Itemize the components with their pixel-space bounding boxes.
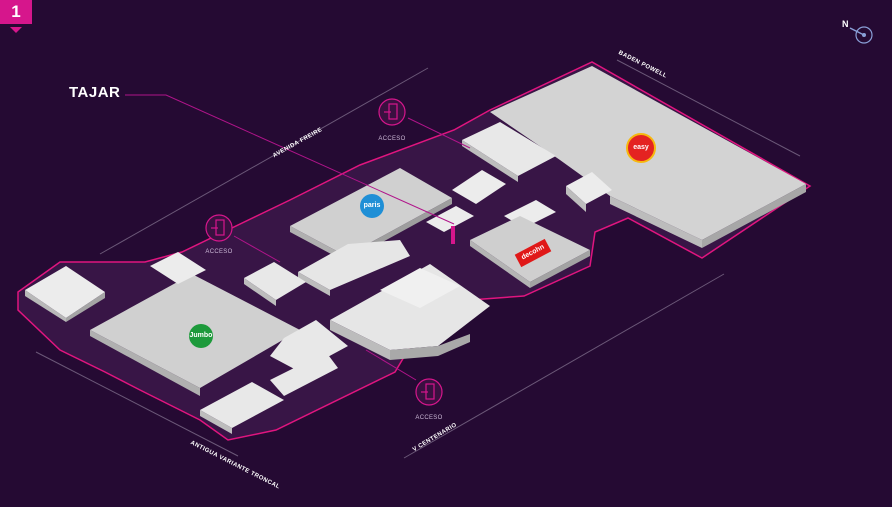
tajar-store-marker[interactable] <box>451 226 455 244</box>
paris-logo-icon[interactable] <box>360 194 384 218</box>
street-line-baden-powell <box>616 59 801 157</box>
street-line-antigua-variante <box>35 351 239 457</box>
mall-floor-outline <box>17 61 812 441</box>
easy-logo-icon[interactable] <box>626 133 656 163</box>
paris-logo-text: paris <box>363 202 381 209</box>
entrance-left-line <box>233 235 281 263</box>
compass-north-label: N <box>842 19 849 29</box>
deco-logo-icon[interactable] <box>514 238 552 268</box>
entrance-left-label: ACCESO <box>205 249 233 255</box>
shops-block-lower <box>330 264 490 360</box>
compass-icon <box>849 26 873 44</box>
shops-block-top <box>462 122 612 212</box>
building-isolated <box>25 266 105 322</box>
entrance-top-icon[interactable] <box>378 98 406 126</box>
entrance-top-line <box>407 117 471 149</box>
tajar-pointer-line <box>125 94 455 225</box>
floor-dropdown-arrow-icon[interactable] <box>10 27 22 33</box>
street-line-avenida-freire <box>99 67 429 255</box>
entrance-top-label: ACCESO <box>378 136 406 142</box>
floor-indicator[interactable]: 1 <box>0 0 32 24</box>
jumbo-logo-icon[interactable] <box>189 324 213 348</box>
street-line-v-centenario <box>403 273 725 459</box>
entrance-bottom-line <box>365 349 417 381</box>
easy-logo-text: easy <box>633 144 649 151</box>
highlighted-store-label[interactable]: TAJAR <box>69 84 121 101</box>
shops-block-left <box>150 252 348 434</box>
entrance-left-icon[interactable] <box>205 214 233 242</box>
entrance-bottom-icon[interactable] <box>415 378 443 406</box>
entrance-bottom-label: ACCESO <box>415 415 443 421</box>
jumbo-logo-text: Jumbo <box>189 332 213 339</box>
